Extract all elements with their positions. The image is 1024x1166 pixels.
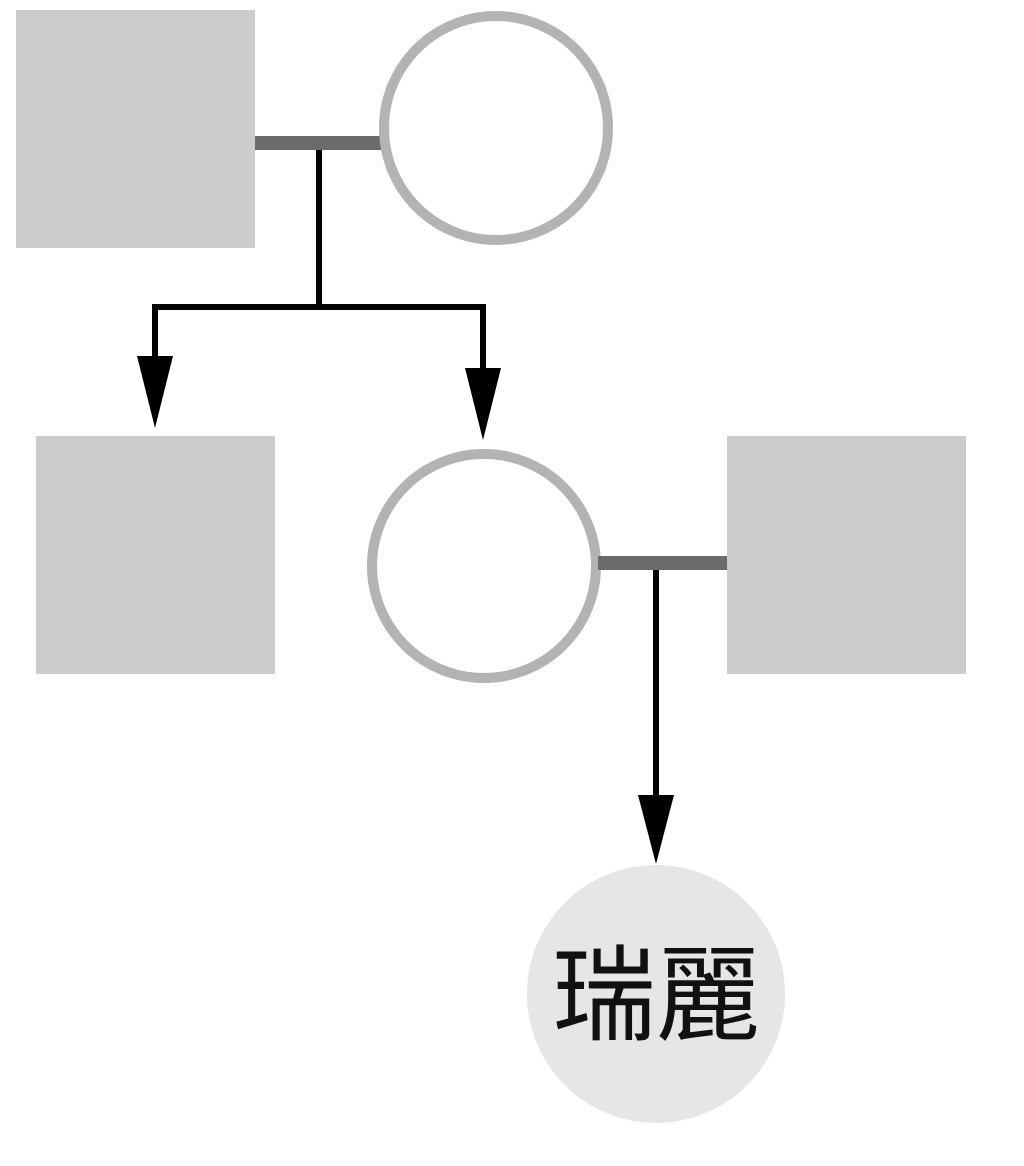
grandmother-node xyxy=(379,11,613,245)
grandparents-descent-line xyxy=(152,150,486,372)
mother-node xyxy=(367,449,601,683)
proband-label: 瑞麗 xyxy=(552,935,760,1057)
arrowhead-to-mother xyxy=(465,368,501,440)
father-node xyxy=(727,436,966,674)
uncle-node xyxy=(36,436,275,674)
arrowhead-to-proband xyxy=(638,795,674,864)
arrowhead-to-uncle xyxy=(137,356,173,428)
grandfather-node xyxy=(16,10,255,248)
proband-node xyxy=(527,865,785,1123)
